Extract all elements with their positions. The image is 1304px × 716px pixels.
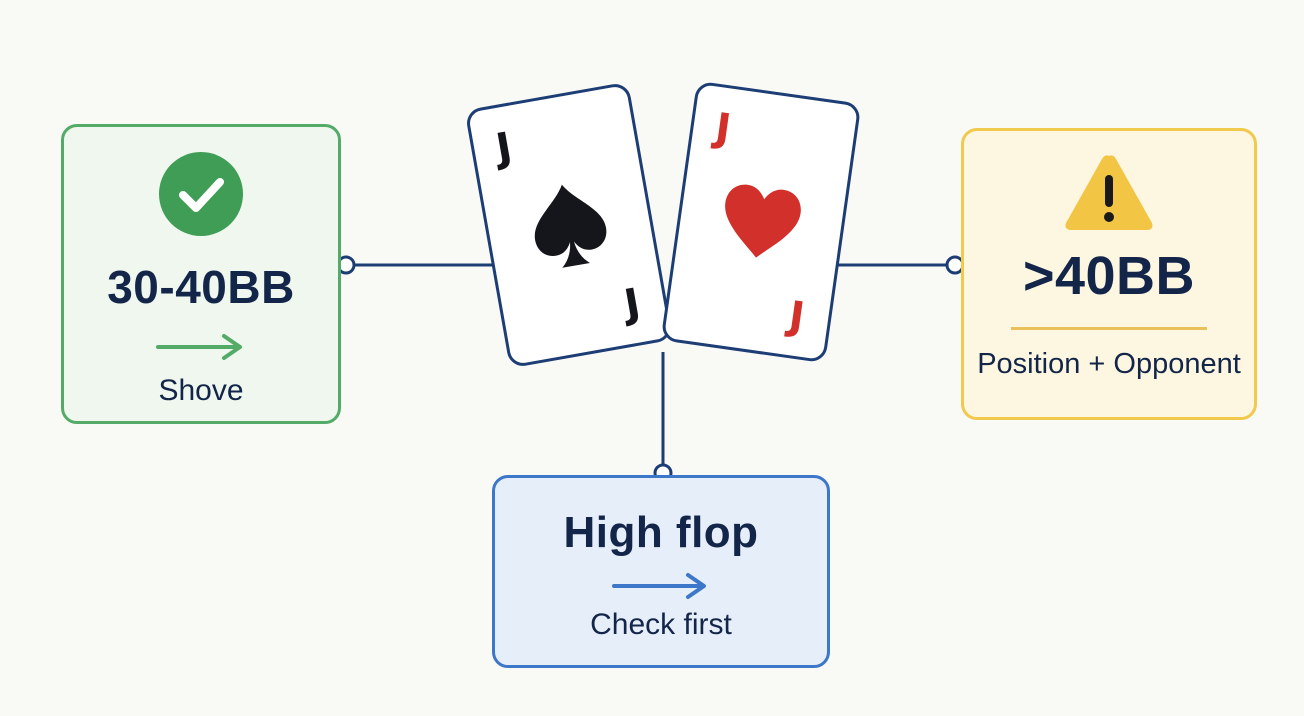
condition-label: Position + Opponent	[977, 348, 1241, 380]
divider	[1011, 327, 1207, 330]
action-label: Check first	[590, 608, 732, 641]
arrow-right-icon	[156, 334, 242, 360]
spade-icon	[534, 184, 607, 268]
stack-over-40bb-box: >40BB Position + Opponent	[961, 128, 1257, 420]
card-rank: J	[786, 293, 808, 341]
card-rank: J	[620, 280, 644, 329]
high-flop-box: High flop Check first	[492, 475, 830, 668]
warning-triangle-icon	[1065, 155, 1153, 230]
check-circle-icon	[159, 152, 243, 236]
stack-range-title: 30-40BB	[107, 261, 295, 313]
card-jack-of-spades: J J	[464, 81, 674, 369]
board-type-title: High flop	[563, 508, 759, 557]
card-jack-of-hearts: J J	[660, 80, 862, 364]
stack-30-40bb-box: 30-40BB Shove	[61, 124, 341, 424]
heart-icon	[725, 184, 801, 258]
stack-range-title: >40BB	[1022, 246, 1196, 306]
arrow-right-icon	[612, 573, 706, 599]
card-rank: J	[712, 104, 734, 153]
card-rank: J	[492, 124, 516, 173]
action-label: Shove	[158, 374, 244, 407]
